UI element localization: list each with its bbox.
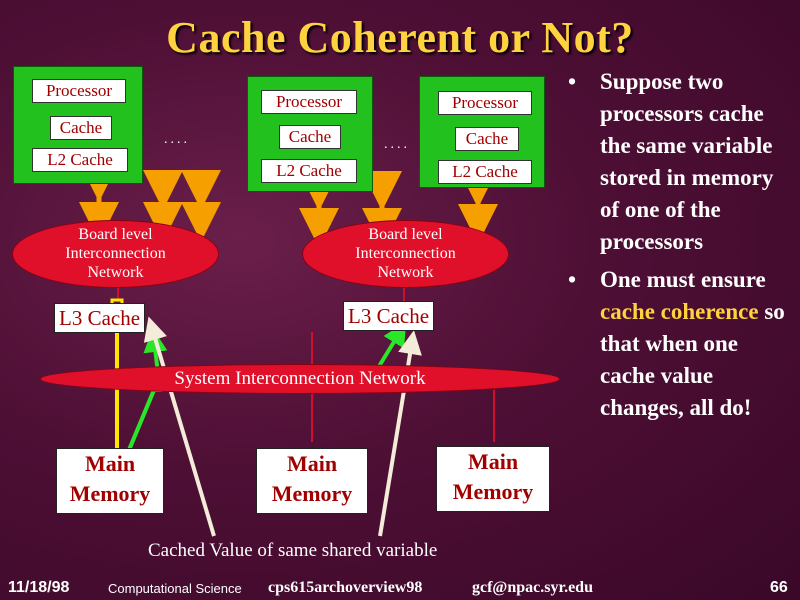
processor-label-2: Processor <box>261 90 357 114</box>
footer-page-number: 66 <box>770 579 788 596</box>
main-memory-1-line-1: Main <box>84 451 136 476</box>
board-network-2-line-1: Board level <box>368 226 443 243</box>
cache-label-1: Cache <box>50 116 112 140</box>
board-network-1-line-2: Interconnection <box>65 245 166 262</box>
bullet-1-text: Suppose two processors cache the same va… <box>600 69 774 254</box>
l2-cache-label-3: L2 Cache <box>438 160 532 184</box>
board-network-1-line-1: Board level <box>78 226 153 243</box>
board-network-2-line-3: Network <box>377 264 434 281</box>
cache-label-3: Cache <box>455 127 519 151</box>
bullet-dot-icon: • <box>568 267 577 292</box>
bullet-2: • One must ensure cache coherence so tha… <box>568 264 793 424</box>
system-network: System Interconnection Network <box>40 364 560 394</box>
l2-cache-label-2: L2 Cache <box>261 159 357 183</box>
main-memory-2-line-2: Memory <box>271 481 353 506</box>
footer-email: gcf@npac.syr.edu <box>472 579 593 596</box>
l3-cache-1: L3 Cache <box>54 303 146 333</box>
diagram-caption: Cached Value of same shared variable <box>148 540 438 561</box>
main-memory-3-line-1: Main <box>467 449 519 474</box>
footer-date: 11/18/98 <box>8 579 70 596</box>
main-memory-3: Main Memory <box>436 446 550 512</box>
footer-filename: cps615archoverview98 <box>268 579 423 596</box>
bullet-1: • Suppose two processors cache the same … <box>568 66 793 258</box>
l2-cache-label-1: L2 Cache <box>32 148 128 172</box>
processor-label-1: Processor <box>32 79 126 103</box>
bullet-2-highlight: cache coherence <box>600 299 759 324</box>
bullet-list: • Suppose two processors cache the same … <box>568 66 793 424</box>
processor-label-3: Processor <box>438 91 532 115</box>
footer-department: Computational Science <box>108 581 242 596</box>
system-network-label: System Interconnection Network <box>174 368 426 389</box>
slide-title: Cache Coherent or Not? <box>166 13 634 62</box>
main-memory-3-line-2: Memory <box>452 479 534 504</box>
green-arrows <box>122 321 407 463</box>
board-network-1-line-3: Network <box>87 264 144 281</box>
cache-label-2: Cache <box>279 125 341 149</box>
dots-1: .... <box>164 132 190 147</box>
board-network-2-line-2: Interconnection <box>355 245 456 262</box>
board-network-2: Board level Interconnection Network <box>302 220 509 288</box>
bullet-dot-icon: • <box>568 69 577 94</box>
main-memory-2: Main Memory <box>256 448 368 514</box>
bullet-2-text-post: so that when one cache value changes, al… <box>600 299 785 420</box>
dots-2: .... <box>384 137 410 152</box>
main-memory-1: Main Memory <box>56 448 164 514</box>
main-memory-1-line-2: Memory <box>69 481 151 506</box>
l3-cache-2: L3 Cache <box>343 301 435 331</box>
bullet-2-text-pre: One must ensure <box>600 267 766 292</box>
main-memory-2-line-1: Main <box>286 451 338 476</box>
board-network-1: Board level Interconnection Network <box>12 220 219 288</box>
